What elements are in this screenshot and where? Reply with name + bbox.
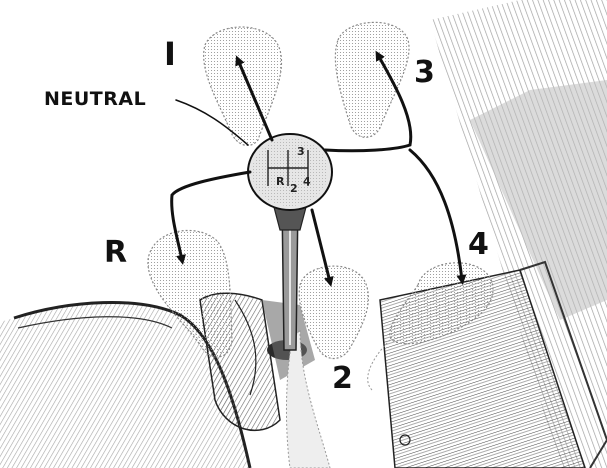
knob-label-r: R xyxy=(276,175,285,188)
gear-position-3 xyxy=(335,22,409,137)
neutral-label: NEUTRAL xyxy=(44,90,146,109)
knob-label-2: 2 xyxy=(290,182,298,195)
reverse-label: R xyxy=(104,238,127,268)
gear-knob: 3 R 2 4 xyxy=(248,134,332,210)
gear-1-label: I xyxy=(164,38,176,70)
knob-label-4: 4 xyxy=(303,175,311,188)
gear-position-1 xyxy=(204,27,282,145)
knob-label-3: 3 xyxy=(297,145,305,158)
arrow-to-4 xyxy=(410,150,462,280)
gear-3-label: 3 xyxy=(414,58,435,88)
gear-position-2 xyxy=(286,266,368,468)
gear-2-label: 2 xyxy=(332,364,353,394)
gear-4-label: 4 xyxy=(468,230,489,260)
